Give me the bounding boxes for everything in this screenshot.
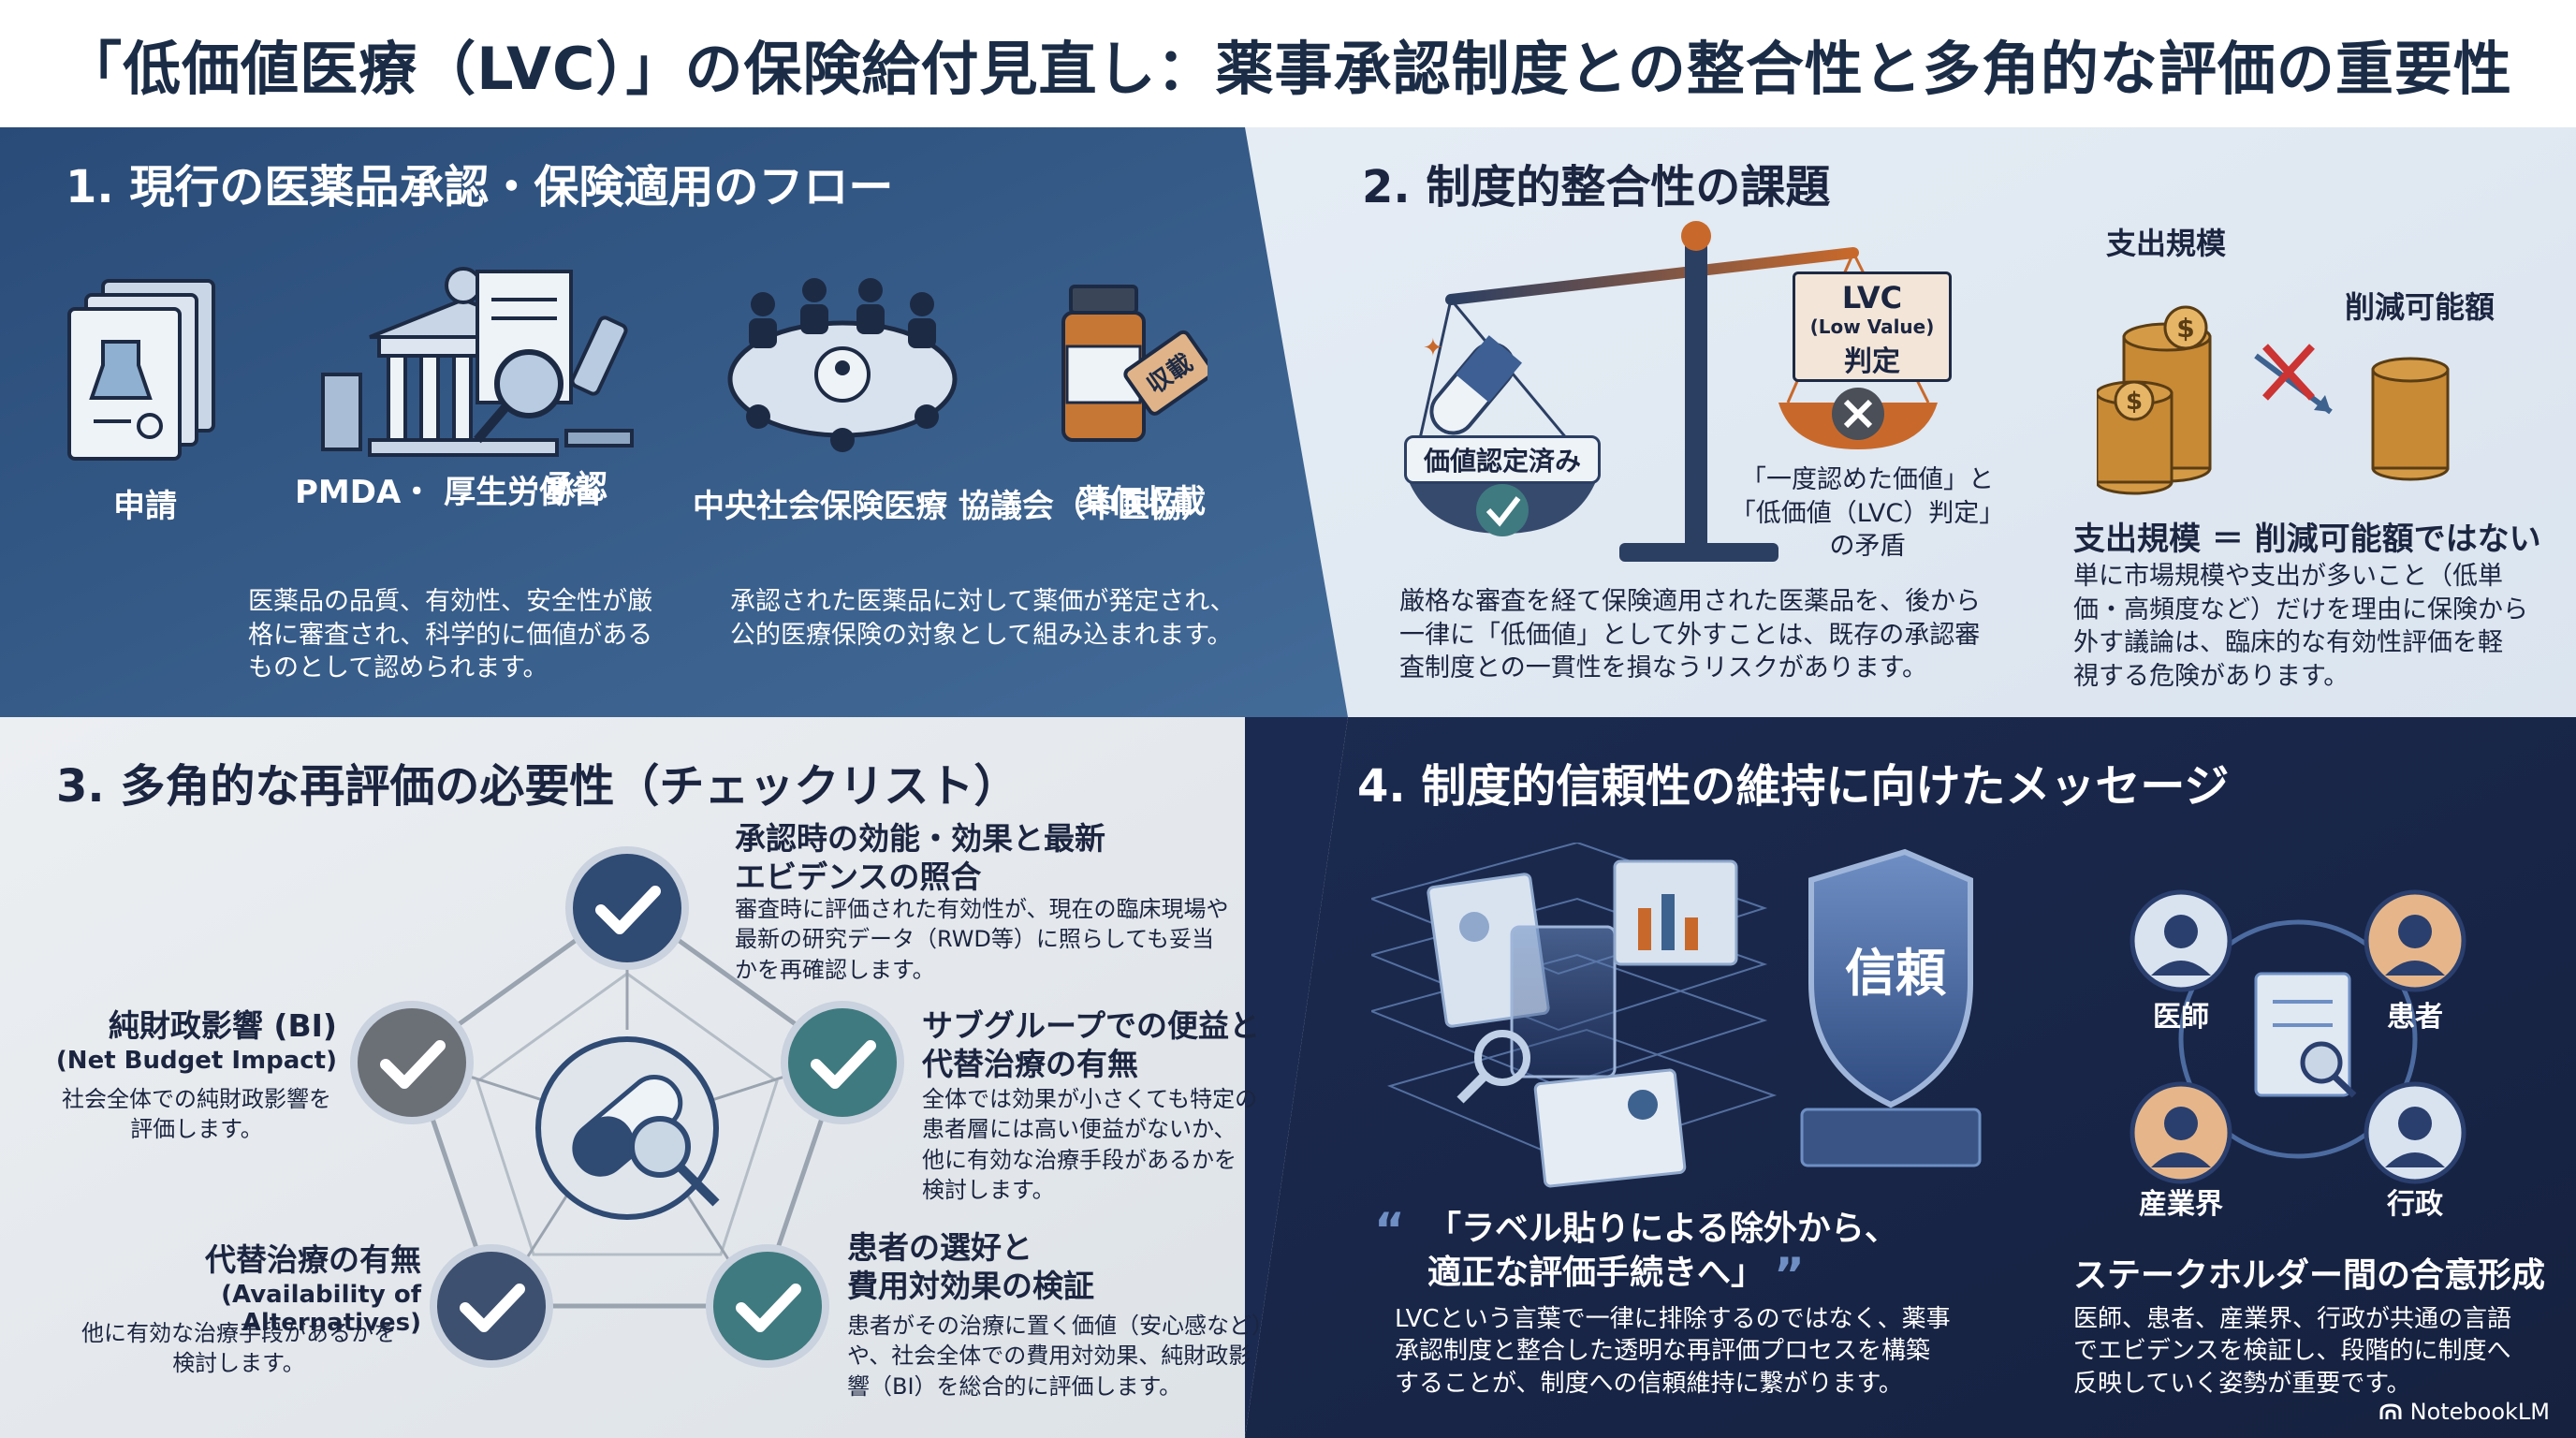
checklist-alternatives-title: 代替治療の有無 [205,1241,421,1278]
reduce-label: 削減可能額 [2345,289,2496,325]
lvc-sign-subtitle: (Low Value) [1809,315,1935,338]
shield-trust-text: 信頼 [1845,944,1946,1003]
spend-headline: 支出規模 ＝ 削減可能額ではない [2073,521,2541,558]
section2-heading: 2. 制度的整合性の課題 [1362,161,1831,213]
section1-desc-left: 医薬品の品質、有効性、安全性が厳 格に審査され、科学的に価値がある ものとして認… [248,587,653,683]
page-title: 「低価値医療（LVC）」の保険給付見直し：薬事承認制度との整合性と多角的な評価の… [0,0,2576,127]
medicine-bottle-icon: 収載 [1061,285,1208,442]
message-desc: LVCという言葉で一律に排除するのではなく、薬事 承認制度と整合した透明な再評価… [1395,1305,1951,1398]
checklist-budget-subtitle: (Net Budget Impact) [55,1047,337,1075]
stakeholder-network-icon [2130,889,2466,1184]
spend-label: 支出規模 [2106,226,2227,261]
checklist-preference-title: 患者の選好と 費用対効果の検証 [847,1229,1094,1305]
contradiction-text: 「一度認めた価値」と 「低価値（LVC）判定」 の矛盾 [1730,465,2005,562]
checklist-alternatives-subtitle: (Availability of Alternatives) [221,1281,421,1337]
step-label-council: 中央社会保険医療 協議会（中医協） [693,488,1213,525]
message-quote: 「ラベル貼りによる除外から、 適正な評価手続きへ」 [1427,1210,1898,1292]
balance-scale-icon: ✦ [1404,221,1938,562]
government-building-icon [321,267,634,457]
lvc-sign-judgment: 判定 [1844,345,1900,378]
stakeholder-government: 行政 [2387,1188,2443,1221]
checklist-evidence-desc: 審査時に評価された有効性が、現在の臨床現場や 最新の研究データ（RWD等）に照ら… [735,896,1229,983]
checklist-subgroup-desc: 全体では効果が小さくても特定の 患者層には高い便益がないか、 他に有効な治療手段… [922,1086,1258,1204]
check-circle-preference [706,1244,829,1368]
stakeholder-industry: 産業界 [2139,1188,2223,1221]
quote-close-icon: ” [1774,1248,1805,1302]
section4-heading: 4. 制度的信頼性の維持に向けたメッセージ [1357,760,2230,813]
consensus-headline: ステークホルダー間の合意形成 [2073,1256,2546,1295]
consensus-desc: 医師、患者、産業界、行政が共通の言語 でエビデンスを検証し、段階的に制度へ 反映… [2073,1305,2512,1398]
notebooklm-logo-icon [2379,1403,2402,1419]
section2-desc: 厳格な審査を経て保険適用された医薬品を、後から 一律に「低価値」として外すことは… [1399,587,1981,683]
checklist-subgroup-title: サブグループでの便益と 代替治療の有無 [922,1007,1261,1083]
approved-value-label: 価値認定済み [1404,435,1601,484]
checklist-budget-desc: 社会全体での純財政影響を 評価します。 [62,1086,331,1143]
stakeholder-patient: 患者 [2387,1001,2443,1034]
council-meeting-icon [727,278,958,452]
application-documents-icon [67,279,215,461]
lvc-sign-title: LVC [1841,280,1903,315]
lvc-sign: LVC (Low Value) 判定 [1793,271,1952,382]
step-label-pmda: PMDA・ 厚生労働省 [295,474,604,511]
check-circle-alternatives [430,1244,553,1368]
stakeholder-doctor: 医師 [2153,1001,2209,1034]
svg-text:$: $ [2126,388,2143,416]
step-label-price-listing: 薬価収載 [1078,483,1206,521]
check-circle-evidence [565,846,689,970]
step-label-application: 申請 [113,488,177,525]
step-label-approval: 承認 [544,469,607,506]
section1-heading: 1. 現行の医薬品承認・保険適用のフロー [66,161,894,213]
checklist-budget-title: 純財政影響 (BI) [108,1007,337,1044]
section1-panel [0,127,1348,717]
checklist-preference-desc: 患者がその治療に置く価値（安心感など） や、社会全体での費用対効果、純財政影 響… [847,1313,1274,1400]
svg-text:✦: ✦ [1423,334,1443,362]
notebooklm-label: NotebookLM [2409,1399,2550,1425]
quote-open-icon: “ [1374,1203,1405,1257]
svg-text:$: $ [2176,313,2194,344]
checklist-alternatives-desc: 他に有効な治療手段があるかを 検討します。 [81,1320,396,1377]
section3-heading: 3. 多角的な再評価の必要性（チェックリスト） [56,760,1019,813]
spend-desc: 単に市場規模や支出が多いこと（低単 価・高頻度など）だけを理由に保険から 外す議… [2073,562,2528,691]
check-circle-subgroup [781,1001,904,1124]
trust-process-illustration [1371,843,1982,1188]
checklist-evidence-title: 承認時の効能・効果と最新 エビデンスの照合 [735,820,1105,896]
section1-desc-right: 承認された医薬品に対して薬価が発定され、 公的医療保険の対象として組み込まれます… [730,587,1236,650]
check-circle-budget [350,1001,474,1124]
notebooklm-brand: NotebookLM [2378,1399,2550,1425]
coin-stacks-icon: $ $ [2097,305,2450,495]
